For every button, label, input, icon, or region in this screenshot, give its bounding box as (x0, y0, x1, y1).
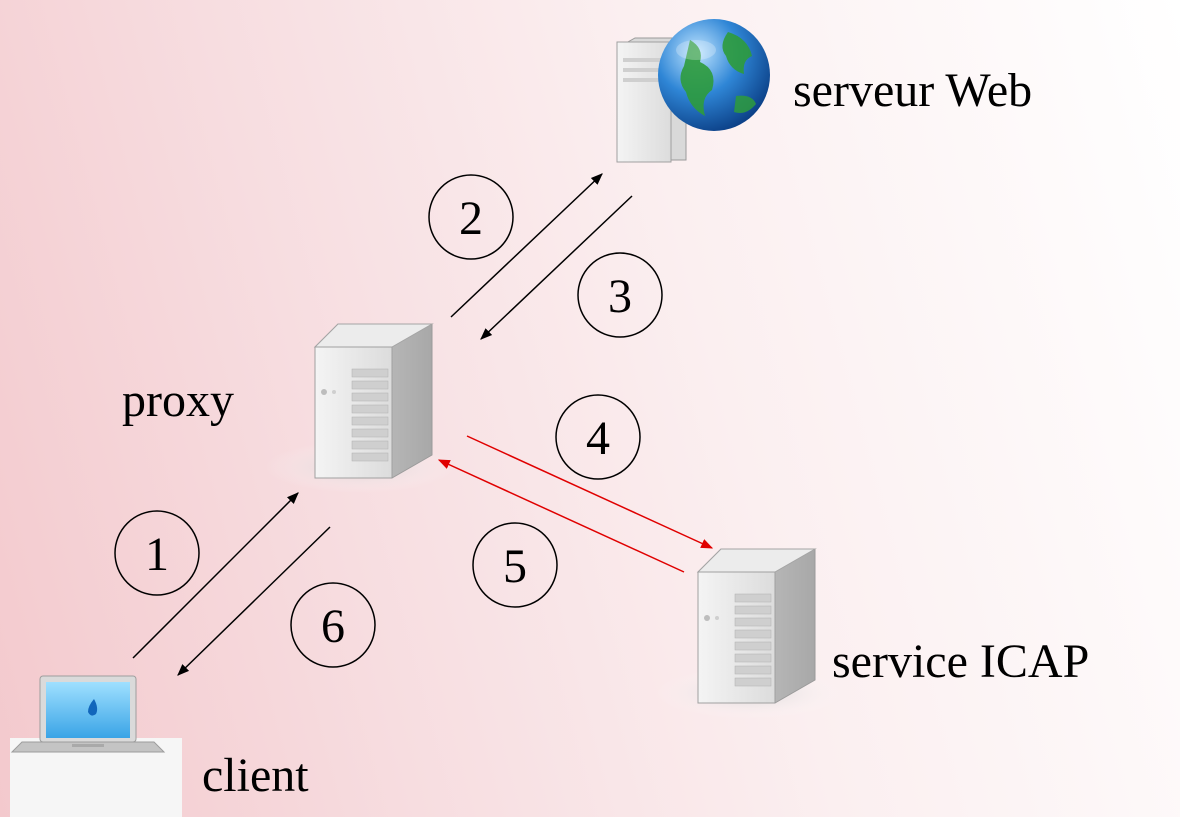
arrow-step-6 (177, 526, 331, 676)
step-badge-1: 1 (114, 510, 200, 596)
icap-service-label: service ICAP (832, 635, 1090, 688)
svg-text:1: 1 (145, 528, 169, 581)
svg-text:5: 5 (503, 540, 527, 593)
svg-text:3: 3 (608, 270, 632, 323)
step-badge-3: 3 (577, 252, 663, 338)
step-badge-5: 5 (472, 522, 558, 608)
web-server-label: serveur Web (793, 64, 1033, 117)
step-badge-4: 4 (555, 394, 641, 480)
step-badge-2: 2 (428, 174, 514, 260)
svg-text:6: 6 (321, 600, 345, 653)
svg-text:2: 2 (459, 192, 483, 245)
svg-text:4: 4 (586, 412, 610, 465)
arrow-step-1 (132, 492, 299, 659)
proxy-label: proxy (122, 374, 234, 427)
arrow-step-2 (450, 173, 603, 318)
step-badge-6: 6 (290, 582, 376, 668)
client-label: client (202, 749, 309, 802)
arrow-step-3 (480, 195, 633, 340)
laptop-icon (10, 675, 182, 817)
icap-server-icon (655, 548, 845, 719)
arrow-step-4 (466, 435, 714, 549)
arrow-step-5 (437, 459, 685, 573)
web-server-globe-icon (616, 19, 770, 163)
proxy-server-icon (265, 323, 455, 493)
